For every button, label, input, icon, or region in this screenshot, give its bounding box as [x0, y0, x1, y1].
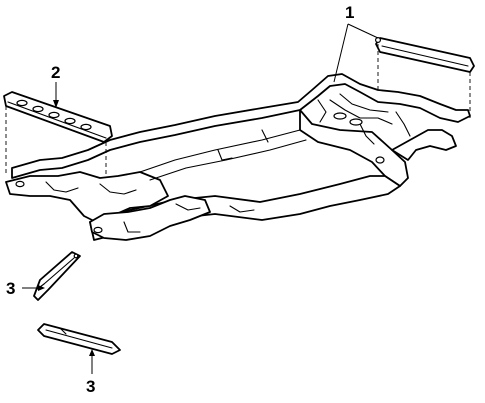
callout-2-label: 2 — [51, 63, 61, 82]
callout-1-label: 1 — [345, 3, 355, 22]
bracket-upper — [33, 251, 81, 301]
callout-3b-label: 3 — [86, 377, 96, 396]
front-support-bar — [3, 91, 113, 178]
bracket-lower — [37, 323, 121, 355]
leader-lines — [22, 23, 379, 374]
rear-support-bar — [375, 36, 475, 118]
frame-assembly — [5, 73, 471, 241]
callout-3a-label: 3 — [6, 279, 16, 298]
